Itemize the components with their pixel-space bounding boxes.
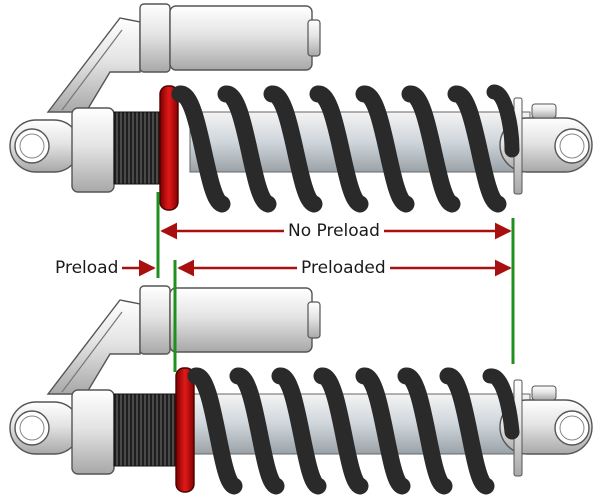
preload-label: Preload [52, 258, 122, 278]
coil-spring [171, 84, 520, 213]
guide-lines [156, 192, 515, 372]
no-preload-label: No Preload [284, 221, 384, 241]
preloaded-label: Preloaded [297, 258, 390, 278]
shock-preloaded [9, 285, 593, 495]
preload-collar [175, 367, 195, 493]
preload-collar [159, 85, 179, 211]
threaded-body [113, 393, 179, 467]
coil-spring [187, 367, 520, 495]
shock-no-preload [9, 3, 593, 213]
threaded-body [113, 111, 165, 185]
